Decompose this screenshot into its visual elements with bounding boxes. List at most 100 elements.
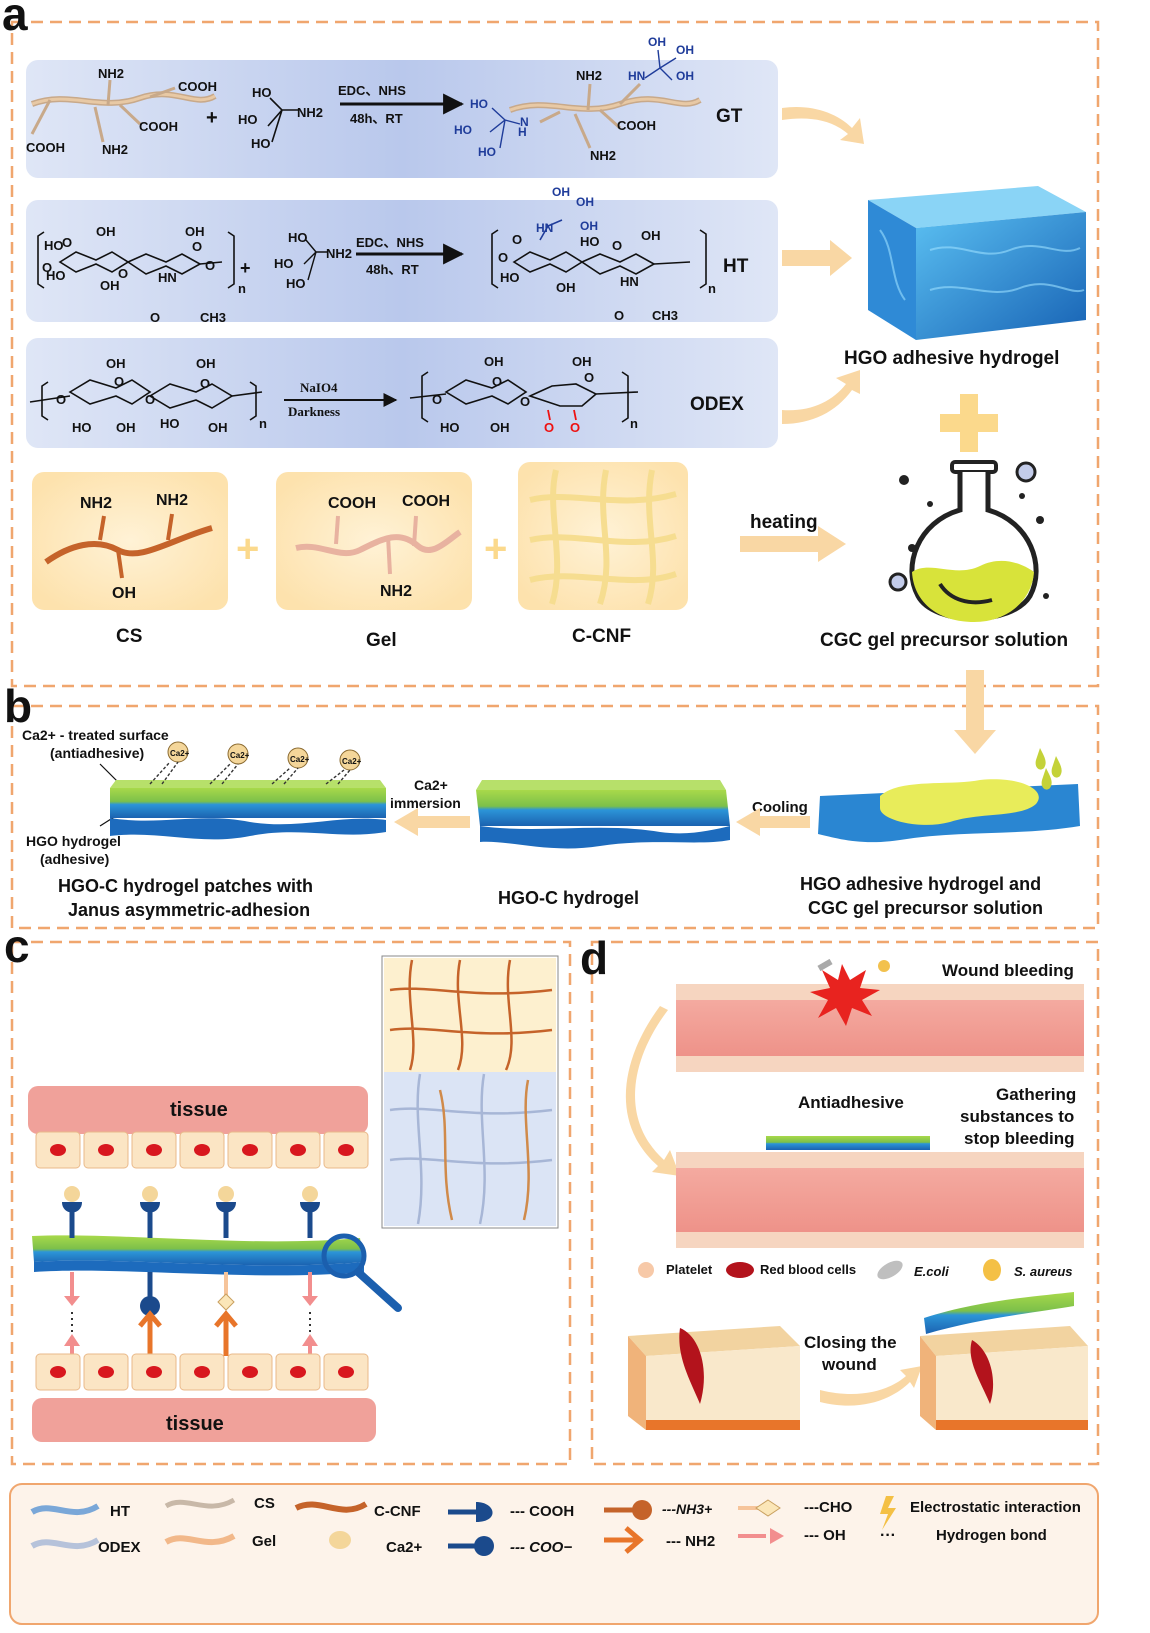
- flask-icon: [888, 460, 1049, 622]
- svg-text:OH: OH: [208, 420, 228, 435]
- gt-tris-ho2: HO: [238, 112, 258, 127]
- cell-nucleus: [146, 1144, 162, 1156]
- ht-product-labels: OH OH HN OH O HO OH O O HO OH HN O CH3 n: [498, 185, 716, 323]
- svg-text:O: O: [432, 392, 442, 407]
- cell-nucleus: [194, 1366, 210, 1378]
- vessel-bottom: [676, 1136, 1084, 1248]
- svg-text:Ca2+: Ca2+: [290, 755, 310, 764]
- janus-patch: [110, 780, 386, 840]
- ca-immersion-line2: immersion: [390, 795, 461, 811]
- ht-band: [26, 200, 778, 322]
- oh-head: [64, 1334, 80, 1346]
- big-plus-icon: [940, 394, 998, 452]
- svg-text:O: O: [570, 420, 580, 435]
- gt-blue-oh3: OH: [676, 69, 694, 83]
- svg-text:HO: HO: [46, 268, 66, 283]
- svg-text:O: O: [42, 260, 52, 275]
- cho-head: [217, 1293, 235, 1311]
- gel-chain: COOH COOH NH2: [295, 493, 462, 600]
- svg-text:COOH: COOH: [402, 493, 450, 510]
- cs-chain: NH2 NH2 OH: [44, 492, 213, 602]
- ht-plus: +: [240, 258, 251, 278]
- top-binding-groups: [62, 1186, 320, 1238]
- svg-text:OH: OH: [552, 185, 570, 199]
- cell-nucleus: [146, 1366, 162, 1378]
- ca-surface-line1: Ca2+ - treated surface: [22, 727, 169, 743]
- tissue-top-cells: [35, 1131, 369, 1169]
- panel-label-d: d: [580, 932, 608, 984]
- gt-blue-hn: HN: [628, 69, 645, 83]
- legend-cho: ---CHO: [804, 1499, 853, 1516]
- ca-ion: [218, 1186, 234, 1202]
- heating-arrow: [740, 526, 846, 562]
- ca-badges: Ca2+ Ca2+ Ca2+ Ca2+: [149, 741, 362, 785]
- cell-nucleus: [194, 1144, 210, 1156]
- tissue-bottom-band: [32, 1398, 376, 1442]
- legend-ca: Ca2+: [386, 1539, 423, 1556]
- svg-text:E.coli: E.coli: [914, 1264, 949, 1279]
- closing-arrow: [820, 1366, 922, 1406]
- gt-blue-ho2: HO: [454, 123, 472, 137]
- svg-text:HO: HO: [580, 234, 600, 249]
- panel-c-patch: [32, 1235, 364, 1276]
- gt-blue-n: N: [520, 115, 529, 129]
- svg-text:HO: HO: [274, 256, 294, 271]
- panel-b-frame: [10, 704, 1100, 930]
- svg-text:OH: OH: [100, 278, 120, 293]
- gt-nh2-top: NH2: [98, 66, 124, 81]
- ca-ion: [302, 1186, 318, 1202]
- svg-text:OH: OH: [490, 420, 510, 435]
- svg-text:O: O: [612, 238, 622, 253]
- electrostatic-icon: [880, 1496, 896, 1530]
- plus-2: +: [484, 527, 507, 571]
- vessel-top: [676, 984, 1084, 1072]
- gt-tris-ho3: HO: [251, 136, 271, 151]
- legend-electrostatic: Electrostatic interaction: [910, 1499, 1081, 1516]
- svg-text:Ca2+: Ca2+: [170, 749, 190, 758]
- svg-text:Ca2+: Ca2+: [230, 751, 250, 760]
- patch-title-line2: Janus asymmetric-adhesion: [68, 900, 310, 920]
- svg-text:NH2: NH2: [80, 495, 112, 512]
- legend-hbond-symbol: ···: [880, 1527, 896, 1544]
- svg-text:OH: OH: [185, 224, 205, 239]
- svg-text:O: O: [512, 232, 522, 247]
- odex-arrow-top: NaIO4: [300, 380, 338, 395]
- ht-reactant-labels: O OH HO OH O O O HO OH O HN O CH3 n: [42, 224, 246, 325]
- svg-text:OH: OH: [106, 356, 126, 371]
- cooling-arrow: [736, 808, 810, 836]
- svg-text:HO: HO: [500, 270, 520, 285]
- oh-head: [302, 1296, 318, 1306]
- cell-nucleus: [242, 1366, 258, 1378]
- legend-ht: HT: [110, 1503, 130, 1520]
- skin-block-right: [920, 1292, 1088, 1430]
- cell-nucleus: [290, 1366, 306, 1378]
- svg-text:HO: HO: [72, 420, 92, 435]
- heating-label: heating: [750, 512, 818, 533]
- svg-text:NH2: NH2: [326, 246, 352, 261]
- immersion-arrow: [394, 808, 470, 836]
- legend-hbond: Hydrogen bond: [936, 1527, 1047, 1544]
- svg-text:OH: OH: [196, 356, 216, 371]
- hgo-hydrogel-line1: HGO hydrogel: [26, 833, 121, 849]
- svg-text:OH: OH: [484, 354, 504, 369]
- panel-label-a: a: [2, 0, 28, 40]
- down-arrow-a-to-b: [954, 670, 996, 754]
- ca-immersion-line1: Ca2+: [414, 777, 448, 793]
- svg-text:O: O: [56, 392, 66, 407]
- legend-nh2: --- NH2: [666, 1533, 715, 1550]
- hgo-hydrogel-line2: (adhesive): [40, 851, 109, 867]
- curved-arrow-d: [625, 1006, 680, 1176]
- svg-text:HO: HO: [440, 420, 460, 435]
- svg-text:n: n: [238, 281, 246, 296]
- svg-text:HO: HO: [44, 238, 64, 253]
- gt-plus: +: [206, 107, 218, 129]
- odex-product-labels: OH OH O O O O O O HO OH n: [432, 354, 638, 435]
- gt-arrow-top: EDC、NHS: [338, 83, 406, 98]
- hgo-adhesive-hydrogel-label: HGO adhesive hydrogel: [844, 348, 1059, 369]
- gt-arrow-bottom: 48h、RT: [350, 111, 403, 126]
- gt-cooh-right: COOH: [178, 79, 217, 94]
- svg-text:Ca2+: Ca2+: [342, 757, 362, 766]
- svg-text:S. aureus: S. aureus: [1014, 1264, 1073, 1279]
- closing-line1: Closing the: [804, 1333, 897, 1352]
- svg-text:n: n: [708, 281, 716, 296]
